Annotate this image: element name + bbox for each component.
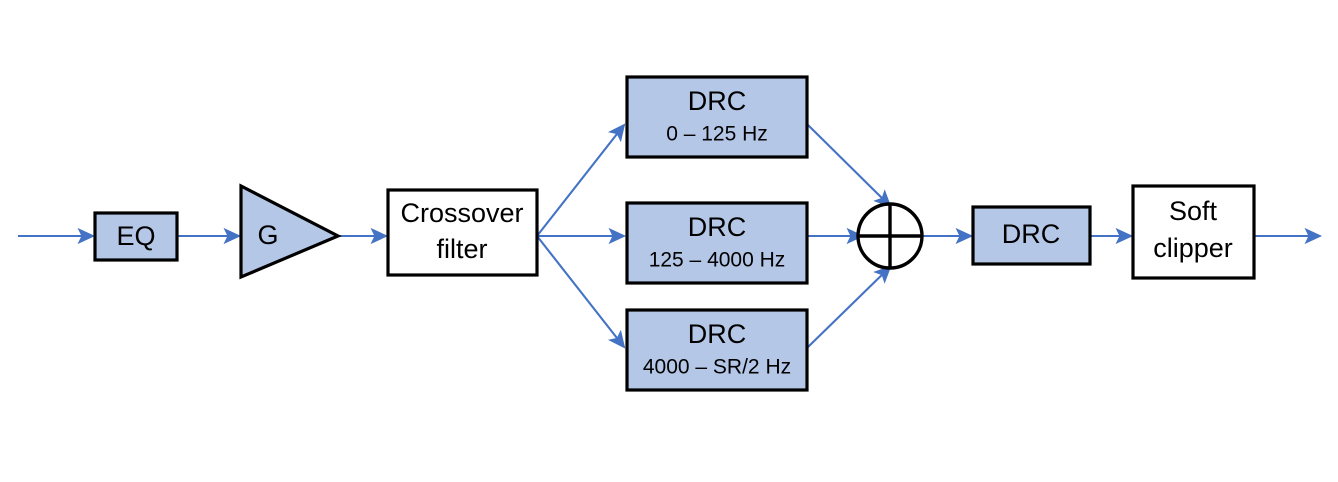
block-soft-clipper-label-line1: Soft [1169,196,1218,226]
block-crossover-label-line2: filter [436,234,487,264]
block-drc-low-label: DRC [688,86,747,116]
wire-crossover-to-drc-high [536,235,626,349]
block-gain[interactable]: G [239,183,342,280]
block-crossover-filter[interactable]: Crossover filter [386,188,539,277]
block-drc-output-label: DRC [1002,219,1061,249]
block-soft-clipper-shape [1131,184,1256,280]
block-drc-high[interactable]: DRC 4000 – SR/2 Hz [625,308,809,392]
wire-drc-low-to-summer [807,124,892,208]
block-crossover-label-line1: Crossover [400,198,523,228]
block-drc-mid[interactable]: DRC 125 – 4000 Hz [625,201,809,285]
block-drc-output-shape [971,205,1092,266]
block-drc-mid-shape [625,201,809,285]
block-soft-clipper[interactable]: Soft clipper [1131,184,1256,280]
block-eq-label: EQ [116,221,155,251]
block-drc-high-shape [625,308,809,392]
block-gain-shape [239,183,342,280]
block-drc-mid-label: DRC [688,212,747,242]
wire-crossover-to-drc-low [536,123,626,237]
block-crossover-shape [386,188,539,277]
block-drc-high-range: 4000 – SR/2 Hz [643,356,791,379]
block-gain-label: G [257,220,278,250]
wire-drc-high-to-summer [807,265,892,348]
block-drc-high-label: DRC [688,319,747,349]
block-drc-mid-range: 125 – 4000 Hz [649,249,786,272]
block-drc-low-range: 0 – 125 Hz [666,123,768,146]
block-drc-output[interactable]: DRC [971,205,1092,266]
block-eq[interactable]: EQ [93,211,179,262]
block-drc-low-shape [625,75,809,159]
block-soft-clipper-label-line2: clipper [1153,233,1233,263]
summing-junction-icon [856,202,924,270]
block-eq-shape [93,211,179,262]
block-drc-low[interactable]: DRC 0 – 125 Hz [625,75,809,159]
